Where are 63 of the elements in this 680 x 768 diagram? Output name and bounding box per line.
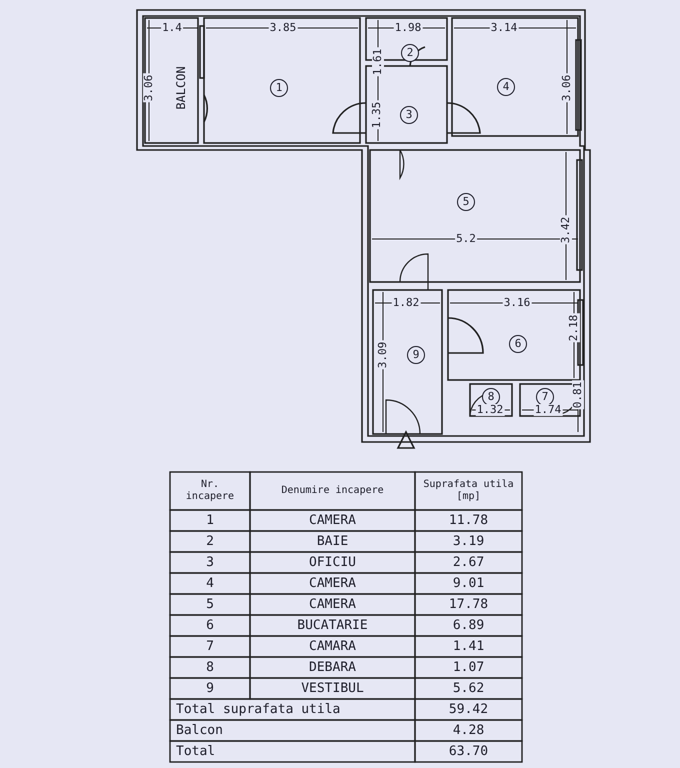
table-cell: 1.07	[452, 660, 484, 674]
table-cell: 2	[206, 534, 214, 548]
dimension-label: 3.14	[490, 22, 518, 34]
dimension-label: 3.09	[377, 340, 389, 370]
dimension-label: 1.98	[394, 22, 422, 34]
dimension-label: 3.85	[268, 22, 298, 34]
dimension-label: 1.61	[372, 48, 384, 76]
dimension-label: 1.82	[392, 297, 420, 309]
table-cell: 9	[206, 682, 214, 696]
table-cell: Total suprafata utila	[176, 702, 340, 716]
room-number: 3	[400, 106, 418, 124]
dimension-label: 1.74	[534, 404, 562, 416]
table-cell: 59.42	[448, 702, 488, 716]
room-number: 9	[407, 346, 425, 364]
table-cell: 63.70	[448, 744, 488, 758]
table-cell: CAMERA	[309, 598, 356, 612]
table-cell: CAMERA	[309, 514, 356, 528]
room-number: 4	[497, 78, 515, 96]
table-cell: 3.19	[452, 534, 484, 548]
table-cell: 4.28	[452, 724, 484, 738]
table-cell: 11.78	[448, 514, 488, 528]
table-cell: DEBARA	[309, 660, 356, 674]
room-number: 6	[509, 335, 527, 353]
room-number: 8	[482, 388, 500, 406]
table-cell: 8	[206, 660, 214, 674]
room-number: 5	[457, 193, 475, 211]
table-cell: 6.89	[452, 618, 484, 632]
table-cell: 3	[206, 556, 214, 570]
table-cell: 1	[206, 514, 214, 528]
column-header: Denumire incapere	[281, 485, 384, 497]
dimension-label: 3.42	[560, 216, 572, 244]
column-header: Suprafata utila [mp]	[422, 479, 515, 503]
room-number: 1	[270, 79, 288, 97]
dimension-label: 1.32	[476, 404, 504, 416]
table-cell: 7	[206, 640, 214, 654]
dimension-label: 5.2	[455, 233, 477, 245]
table-cell: 2.67	[452, 556, 484, 570]
table-cell: BUCATARIE	[297, 618, 368, 632]
dimension-label: 3.16	[502, 297, 532, 309]
table-cell: 5.62	[452, 682, 484, 696]
column-header: Nr. incapere	[184, 479, 236, 503]
table-cell: 9.01	[452, 576, 484, 590]
table-cell: Total	[176, 744, 216, 758]
table-cell: OFICIU	[309, 556, 356, 570]
table-cell: 4	[206, 576, 214, 590]
table-cell: CAMARA	[309, 640, 356, 654]
dimension-label: 3.06	[143, 74, 155, 102]
table-cell: VESTIBUL	[301, 682, 364, 696]
table-cell: Balcon	[176, 724, 223, 738]
room-label: BALCON	[175, 65, 187, 111]
table-cell: BAIE	[316, 534, 348, 548]
table-cell: CAMERA	[309, 576, 356, 590]
room-number: 2	[401, 44, 419, 62]
dimension-label: 3.06	[561, 74, 573, 102]
table-cell: 5	[206, 598, 214, 612]
room-number: 7	[536, 388, 554, 406]
dimension-label: 0.81	[572, 380, 584, 410]
dimension-label: 1.4	[161, 22, 183, 34]
table-cell: 6	[206, 618, 214, 632]
dimension-label: 2.18	[568, 314, 580, 342]
dimension-label: 1.35	[371, 100, 383, 130]
table-cell: 1.41	[452, 640, 484, 654]
table-cell: 17.78	[448, 598, 488, 612]
